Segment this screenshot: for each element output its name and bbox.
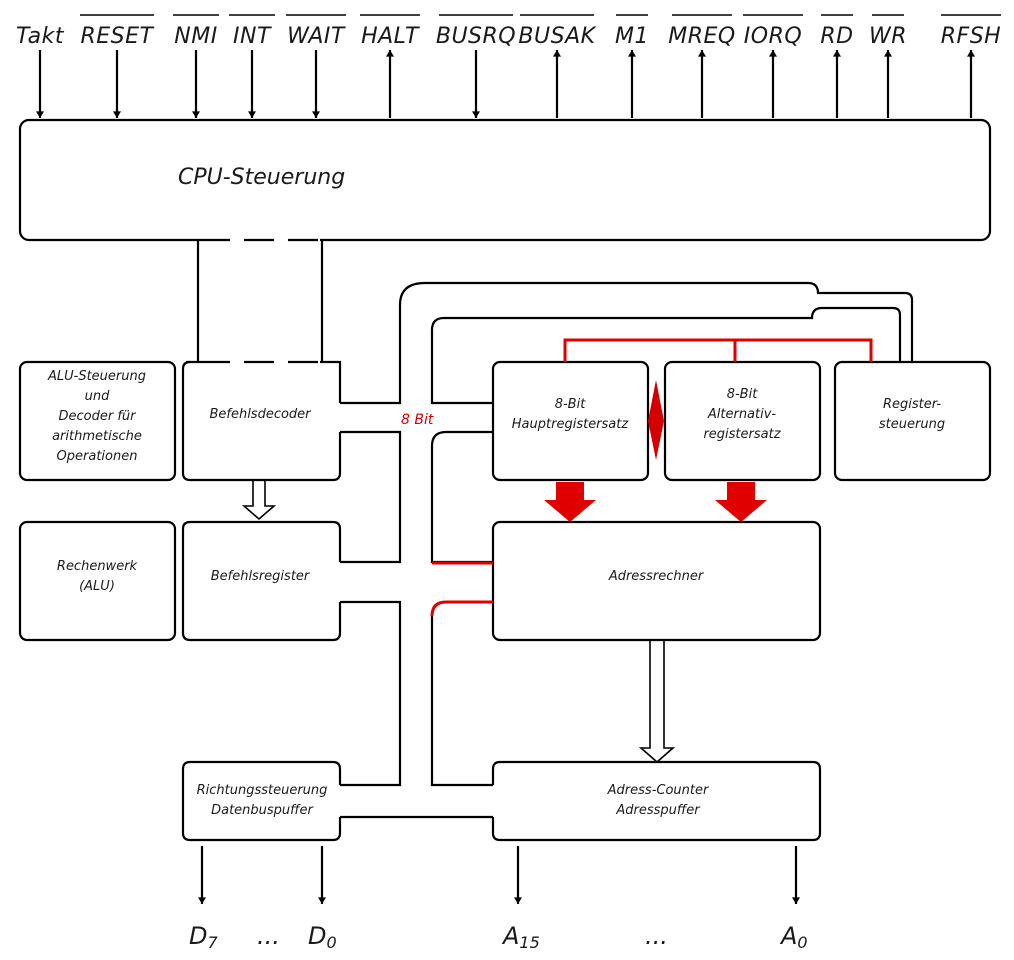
signal-takt-label: Takt <box>16 24 65 49</box>
alt-registers-line-2: Alternativ- <box>707 407 777 422</box>
alu-control-block: ALU-Steuerung und Decoder für arithmetis… <box>18 360 177 482</box>
signal-m1-label: M1 <box>615 24 649 49</box>
data-buffer-line-1: Richtungssteuerung <box>197 783 328 798</box>
address-counter-line-1: Adress-Counter <box>607 783 710 798</box>
alu-control-line-1: ALU-Steuerung <box>47 369 146 384</box>
address-dots: ... <box>645 922 668 950</box>
main-registers-line-1: 8-Bit <box>555 397 586 412</box>
main-to-address-arrow <box>544 482 596 522</box>
alu-control-line-5: Operationen <box>57 449 138 464</box>
main-registers-block: 8-Bit Hauptregistersatz <box>491 360 650 482</box>
address-bit-0: A0 <box>779 922 808 952</box>
alu-line-2: (ALU) <box>79 579 115 594</box>
alu-block: Rechenwerk (ALU) <box>18 520 177 642</box>
alt-registers-line-1: 8-Bit <box>727 387 758 402</box>
instruction-decoder-label: Befehlsdecoder <box>209 407 312 422</box>
data-buffer-block: Richtungssteuerung Datenbuspuffer <box>181 760 342 842</box>
data-bit-0: D0 <box>308 922 337 952</box>
instruction-register-block: Befehlsregister <box>181 520 342 642</box>
address-calc-block: Adressrechner <box>491 520 822 642</box>
signal-mreq-label: MREQ <box>668 24 735 49</box>
data-dots: ... <box>257 922 280 950</box>
register-control-block: Register- steuerung <box>833 360 992 482</box>
address-counter-line-2: Adresspuffer <box>615 803 701 818</box>
decoder-register-arrow <box>241 481 277 521</box>
signal-rfsh-label: RFSH <box>941 24 1001 49</box>
address-calc-counter-arrow <box>638 641 676 764</box>
address-bit-15: A15 <box>501 922 540 952</box>
signal-iorq-label: IORQ <box>744 24 802 49</box>
signal-busak-label: BUSAK <box>518 24 596 49</box>
signal-busrq-label: BUSRQ <box>436 24 516 49</box>
bus-address-link-2 <box>430 600 493 617</box>
main-registers-line-2: Hauptregistersatz <box>512 417 630 432</box>
alu-control-line-2: und <box>85 389 110 404</box>
register-control-line-2: steuerung <box>879 417 945 432</box>
signal-rd-label: RD <box>820 24 853 49</box>
address-calc-label: Adressrechner <box>608 569 705 584</box>
data-bit-7: D7 <box>189 922 218 952</box>
signal-wait-label: WAIT <box>287 24 346 49</box>
cpu-control-label: CPU-Steuerung <box>178 165 345 190</box>
instruction-register-label: Befehlsregister <box>211 569 311 584</box>
signal-nmi-label: NMI <box>174 24 217 49</box>
alu-control-line-3: Decoder für <box>59 409 138 424</box>
signal-reset-label: RESET <box>81 24 155 49</box>
output-arrows <box>198 846 800 904</box>
cpu-control-block: CPU-Steuerung <box>18 118 992 242</box>
instruction-decoder-block: Befehlsdecoder <box>181 360 342 482</box>
alu-control-line-4: arithmetische <box>52 429 142 444</box>
register-control-lines <box>563 338 873 362</box>
address-counter-block: Adress-Counter Adresspuffer <box>491 760 822 842</box>
alt-registers-line-3: registersatz <box>703 427 781 442</box>
cpu-to-decoder-link <box>196 240 324 362</box>
signal-int-label: INT <box>233 24 272 49</box>
signal-halt-label: HALT <box>361 24 420 49</box>
register-control-line-1: Register- <box>883 397 941 412</box>
alu-line-1: Rechenwerk <box>57 559 138 574</box>
bus-width-label: 8 Bit <box>401 412 434 428</box>
register-swap-diamond <box>648 380 664 460</box>
data-buffer-line-2: Datenbuspuffer <box>211 803 314 818</box>
alt-to-address-arrow <box>715 482 767 522</box>
signal-wr-label: WR <box>869 24 907 49</box>
alt-registers-block: 8-Bit Alternativ- registersatz <box>663 360 822 482</box>
